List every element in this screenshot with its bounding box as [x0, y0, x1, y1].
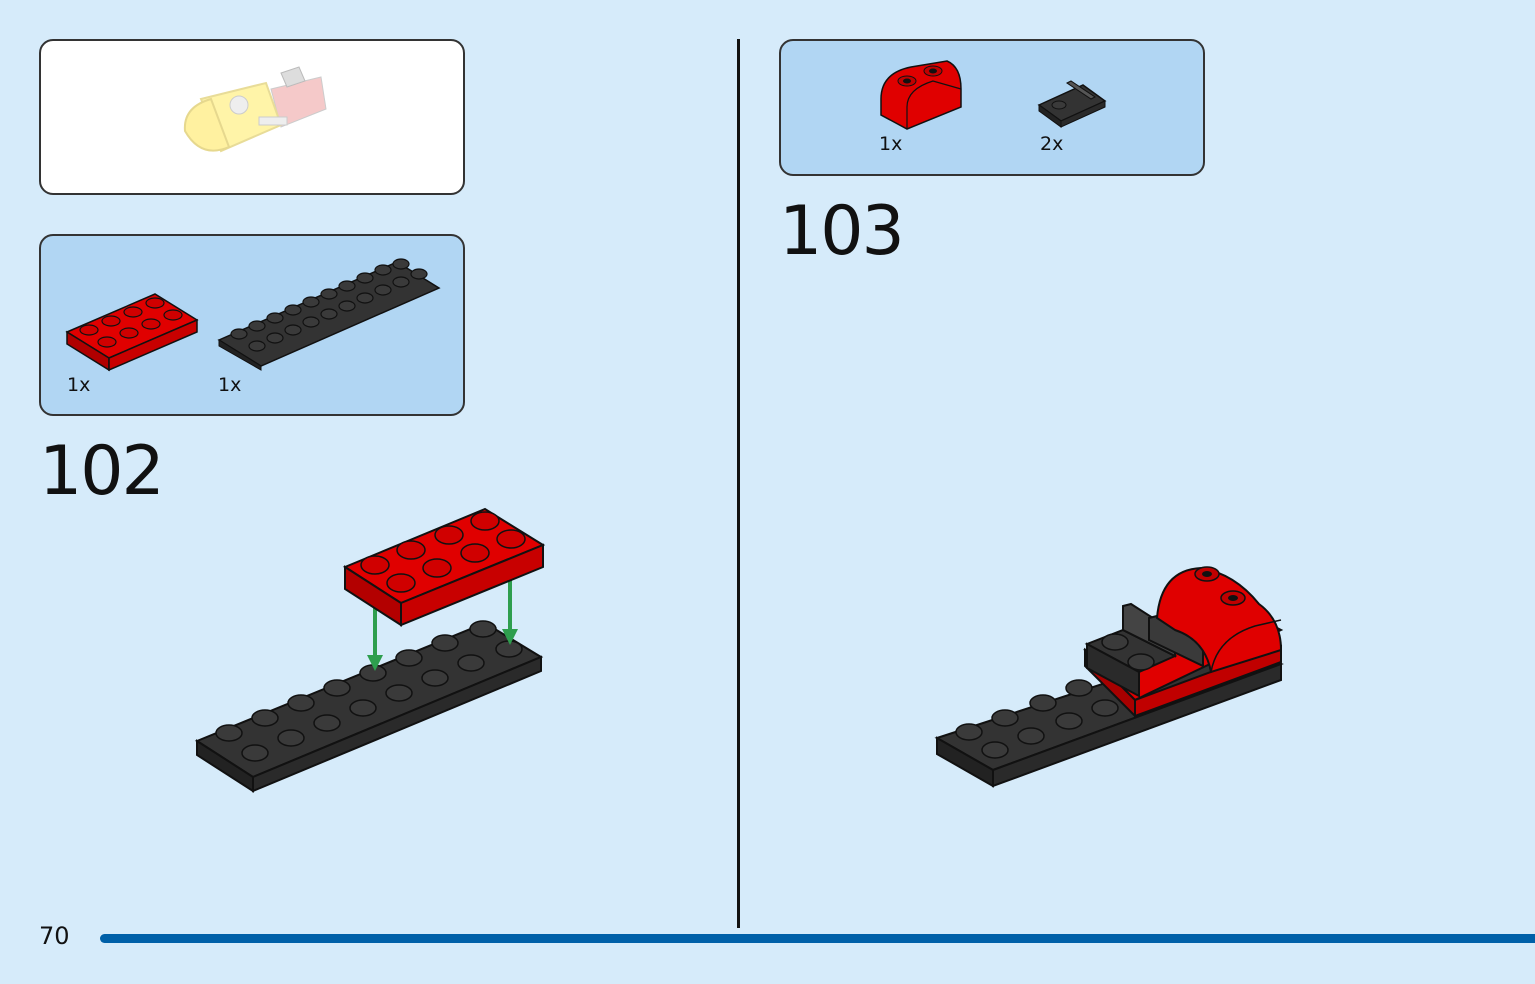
page-divider — [737, 39, 740, 928]
parts-list-step-103: 1x 2x — [779, 39, 1205, 176]
assembled-result-icon — [934, 566, 1284, 788]
black-bracket-1x2-icon — [1037, 80, 1107, 128]
part-qty-label: 1x — [67, 374, 91, 396]
red-plate-2x4-icon — [65, 293, 199, 372]
black-plate-2x10-icon — [217, 258, 441, 371]
red-curved-slope-2x2-icon — [880, 60, 962, 130]
step-number: 102 — [39, 432, 165, 511]
parts-list-step-102: 1x 1x — [39, 234, 465, 416]
page-footer-bar — [100, 934, 1535, 943]
part-qty-label: 2x — [1040, 133, 1064, 155]
part-qty-label: 1x — [879, 133, 903, 155]
step-number: 103 — [779, 192, 905, 271]
attach-red-plate-to-black-plate-icon — [194, 507, 546, 793]
context-preview-panel — [39, 39, 465, 195]
vehicle-context-preview-icon — [183, 66, 327, 153]
part-qty-label: 1x — [218, 374, 242, 396]
page-number: 70 — [39, 922, 70, 950]
